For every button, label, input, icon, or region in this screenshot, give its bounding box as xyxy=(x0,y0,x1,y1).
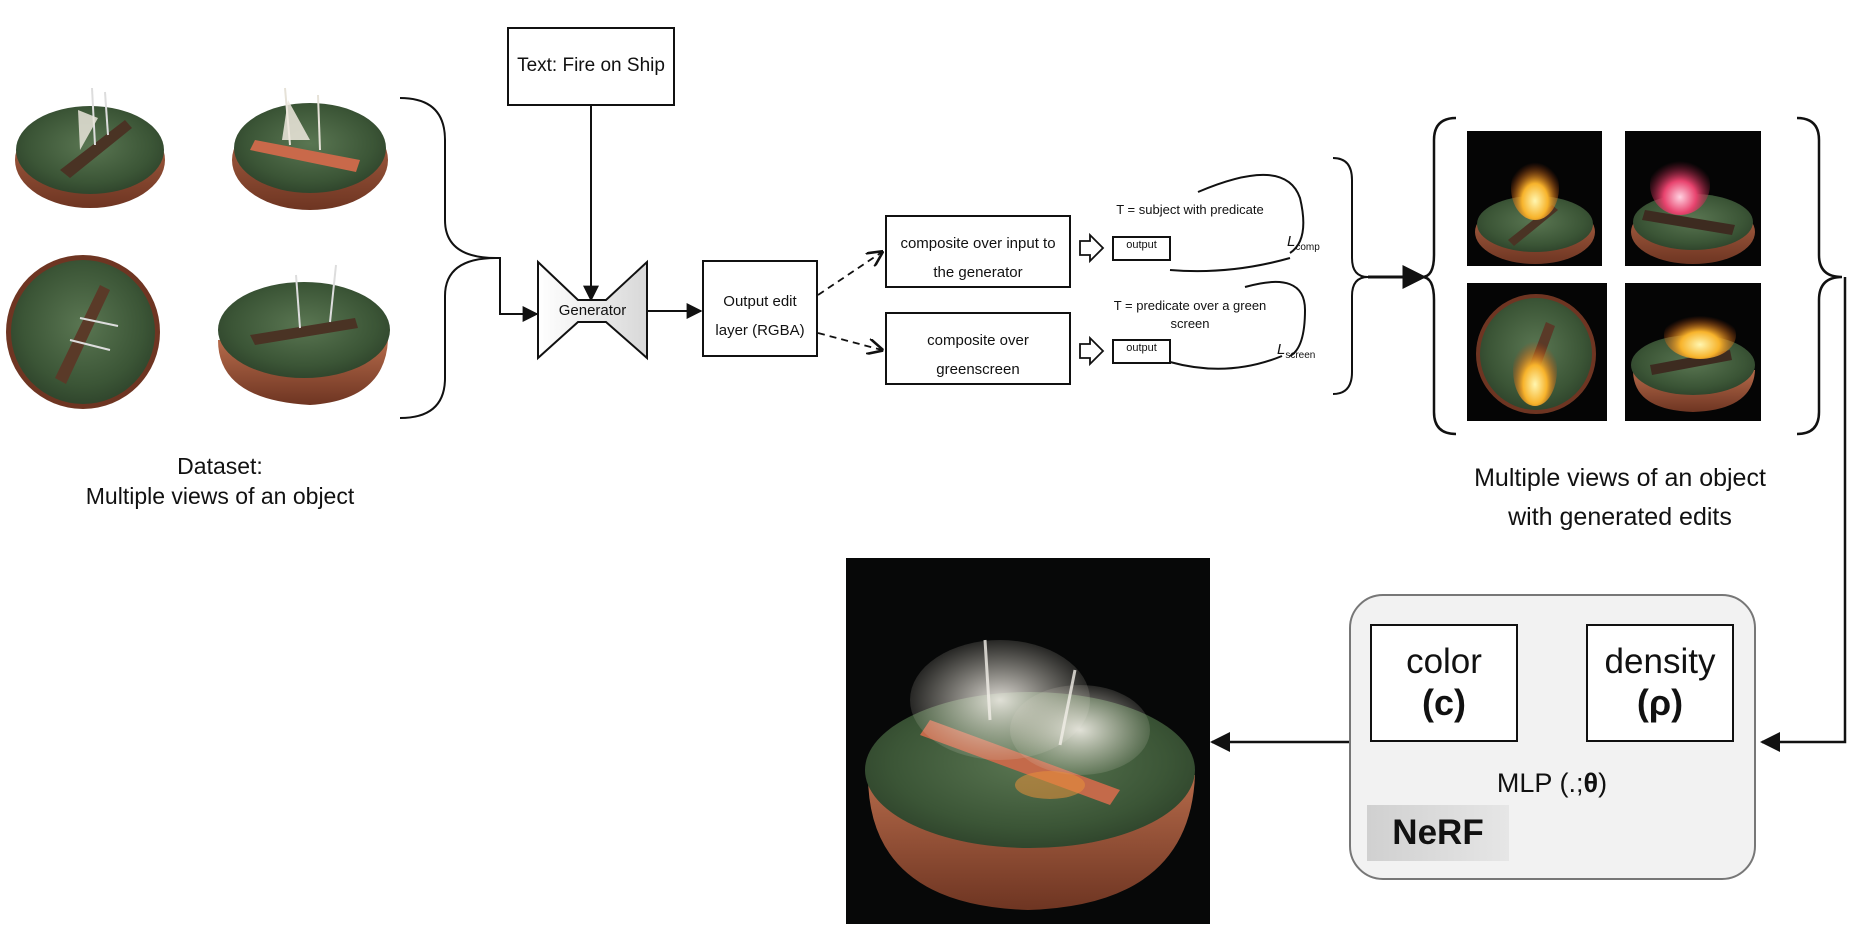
dataset-view-4 xyxy=(218,264,390,405)
color-label: color xyxy=(1406,642,1482,682)
loss-screen-prompt-line1: T = predicate over a green xyxy=(1113,298,1267,313)
mlp-text-close: ) xyxy=(1598,768,1608,798)
edited-view-4 xyxy=(1625,283,1761,421)
loss-screen-prompt-line2: screen xyxy=(1170,315,1210,331)
output-box-comp xyxy=(1112,236,1171,261)
loss-curve-screen xyxy=(1244,280,1307,357)
output-layer-box xyxy=(702,260,818,357)
generator-shape xyxy=(537,259,648,361)
output-layer-line2: layer (RGBA) xyxy=(715,321,805,339)
composite-green-line1: composite over xyxy=(927,332,1029,349)
dataset-caption: Dataset: Multiple views of an object xyxy=(40,452,400,512)
generator-label: Generator xyxy=(558,302,627,319)
output-screen-label: output xyxy=(1126,342,1157,354)
edits-caption-line2: with generated edits xyxy=(1508,502,1732,531)
text-prompt-label: Text: Fire on Ship xyxy=(517,55,665,76)
mlp-text-prefix: MLP (.; xyxy=(1496,768,1584,798)
edits-caption: Multiple views of an object with generat… xyxy=(1440,459,1800,537)
loss-comp-subscript: comp xyxy=(1295,242,1320,253)
output-comp-label: output xyxy=(1126,239,1157,251)
hollow-right-arrow-icon xyxy=(1079,232,1105,264)
loss-screen-prompt: T = predicate over a green screen xyxy=(1090,297,1290,332)
nerf-render-image xyxy=(846,558,1210,924)
edits-bracket-left xyxy=(1421,116,1457,436)
color-symbol: (c) xyxy=(1422,682,1466,724)
loss-curve-screen-lower xyxy=(1169,355,1283,370)
density-box: density (ρ) xyxy=(1586,624,1734,742)
loss-comp-L: L xyxy=(1287,233,1296,250)
loss-comp-symbol: Lcomp xyxy=(1287,232,1347,254)
dashed-arrow-to-composite-green xyxy=(817,332,882,350)
composite-green-line2: greenscreen xyxy=(936,360,1020,378)
composite-green-box xyxy=(885,312,1071,385)
dataset-caption-line2: Multiple views of an object xyxy=(85,482,355,509)
mlp-theta: θ xyxy=(1583,768,1599,798)
mlp-panel: color (c) density (ρ) MLP (.;θ) NeRF xyxy=(1349,594,1756,880)
output-layer-line1: Output edit xyxy=(723,293,797,310)
edits-bracket-right xyxy=(1796,116,1843,436)
edited-view-1 xyxy=(1467,131,1602,266)
dataset-view-1 xyxy=(15,87,165,208)
output-box-screen xyxy=(1112,339,1171,364)
density-symbol: (ρ) xyxy=(1636,682,1684,724)
output-layer-label: Output edit layer (RGBA) xyxy=(703,288,817,345)
loss-comp-prompt: T = subject with predicate xyxy=(1116,202,1264,217)
composite-input-box xyxy=(885,215,1071,288)
loss-screen-L: L xyxy=(1277,341,1286,358)
edited-view-2 xyxy=(1625,131,1761,266)
edits-caption-line1: Multiple views of an object xyxy=(1474,464,1766,492)
mlp-text: MLP (.;θ) xyxy=(1351,766,1753,801)
text-prompt-box xyxy=(507,27,675,106)
loss-screen-symbol: Lscreen xyxy=(1277,340,1347,362)
hollow-right-arrow-icon xyxy=(1079,335,1105,367)
dataset-view-3 xyxy=(6,255,160,409)
arrow-brace-to-generator xyxy=(496,257,539,322)
edited-view-3 xyxy=(1467,283,1607,421)
dataset-view-2 xyxy=(232,87,388,210)
dataset-brace xyxy=(399,97,497,419)
color-box: color (c) xyxy=(1370,624,1518,742)
composite-input-line2: the generator xyxy=(933,263,1023,281)
dashed-arrow-to-composite-input xyxy=(817,252,882,296)
loss-curve-comp xyxy=(1197,174,1305,254)
composite-green-label: composite over greenscreen xyxy=(886,327,1070,384)
loss-curve-comp-lower xyxy=(1169,257,1291,273)
composite-input-line1: composite over input to xyxy=(900,235,1056,252)
nerf-label: NeRF xyxy=(1367,805,1509,861)
loss-screen-subscript: screen xyxy=(1285,350,1316,361)
density-label: density xyxy=(1604,642,1716,682)
composite-input-label: composite over input to the generator xyxy=(886,230,1070,287)
dataset-caption-line1: Dataset: xyxy=(177,453,263,479)
arrow-edits-to-mlp xyxy=(1760,277,1847,752)
